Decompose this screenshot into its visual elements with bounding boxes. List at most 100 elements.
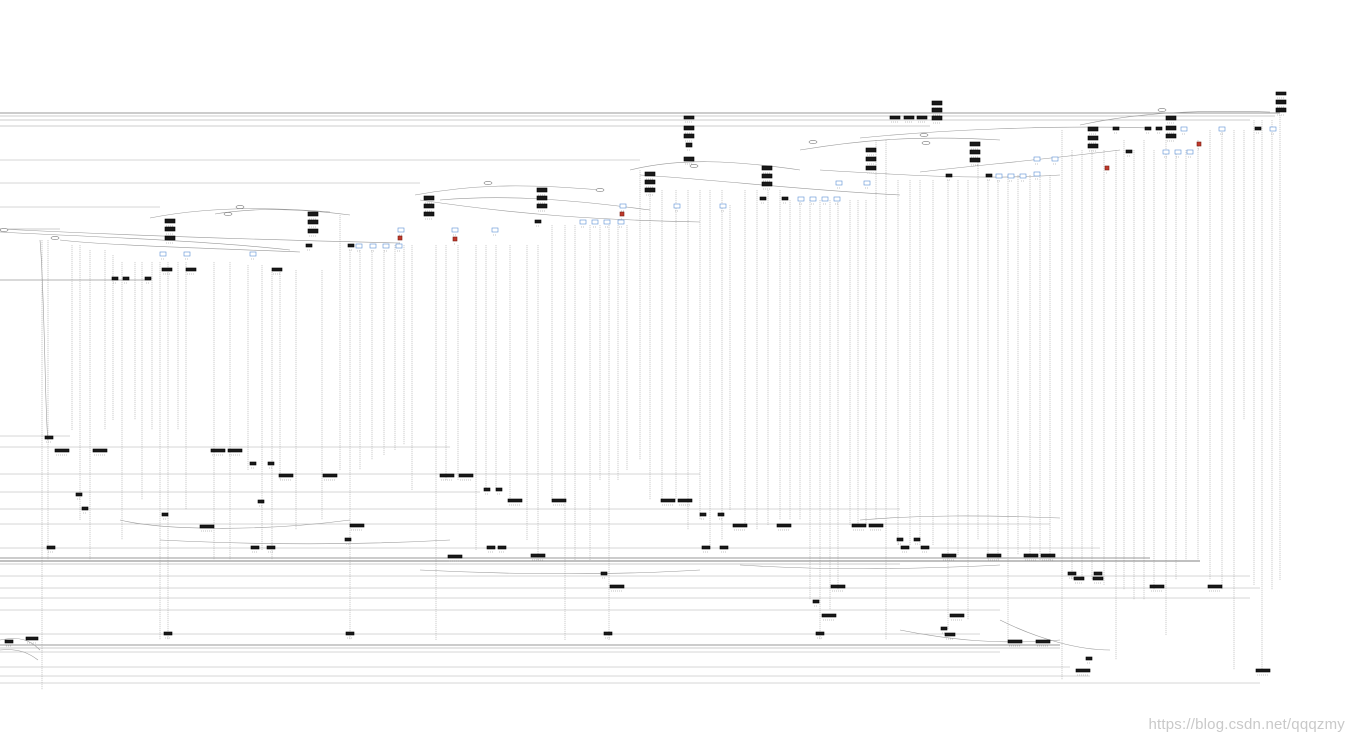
graph-node	[677, 498, 693, 503]
graph-node	[600, 571, 608, 576]
graph-node	[644, 171, 656, 177]
graph-node	[4, 639, 14, 644]
graph-node	[271, 267, 283, 272]
graph-node	[46, 545, 56, 550]
graph-node	[812, 599, 820, 604]
edge	[419, 569, 701, 575]
graph-node	[349, 523, 365, 528]
graph-node	[345, 631, 355, 636]
graph-node	[903, 115, 915, 120]
graph-node	[250, 545, 260, 550]
graph-node	[1155, 126, 1163, 131]
graph-node	[835, 180, 843, 186]
graph-node	[322, 473, 338, 478]
graph-node	[821, 196, 829, 202]
graph-node	[439, 473, 455, 478]
edge	[0, 638, 41, 651]
edge	[214, 209, 351, 216]
graph-node	[307, 228, 319, 234]
graph-hub	[0, 228, 9, 232]
edge	[859, 126, 1151, 139]
graph-node	[603, 219, 611, 225]
graph-node	[986, 553, 1002, 558]
graph-node	[397, 227, 405, 233]
graph-node	[1075, 668, 1091, 673]
graph-node	[821, 613, 837, 618]
graph-hub	[483, 181, 493, 185]
graph-node	[491, 227, 499, 233]
graph-node	[830, 584, 846, 589]
graph-node	[945, 173, 953, 178]
graph-node	[1087, 135, 1099, 141]
graph-node	[1269, 126, 1277, 132]
graph-node	[81, 506, 89, 511]
graph-node	[1040, 553, 1056, 558]
edge	[0, 228, 401, 244]
graph-node	[732, 523, 748, 528]
graph-node	[163, 631, 173, 636]
graph-node	[1149, 584, 1165, 589]
graph-node	[249, 461, 257, 466]
graph-node	[551, 498, 567, 503]
edge	[739, 564, 1001, 570]
graph-hub	[919, 133, 929, 137]
graph-node	[673, 203, 681, 209]
edge	[999, 619, 1111, 651]
graph-node	[1186, 149, 1194, 155]
graph-node	[307, 219, 319, 225]
horizontal-edges	[0, 112, 1280, 684]
graph-node	[969, 149, 981, 155]
graph-node	[1092, 576, 1104, 581]
graph-node	[1067, 571, 1077, 576]
graph-node	[931, 115, 943, 121]
graph-node	[44, 435, 54, 440]
graph-node	[458, 473, 474, 478]
graph-node	[1255, 668, 1271, 673]
graph-hub	[595, 188, 605, 192]
graph-hub	[223, 212, 233, 216]
graph-node	[347, 243, 355, 248]
graph-node	[344, 537, 352, 542]
graph-node	[931, 100, 943, 106]
graph-node	[865, 165, 877, 171]
graph-node	[382, 243, 390, 249]
graph-node	[1218, 126, 1226, 132]
graph-node	[683, 156, 695, 162]
graph-node	[1275, 107, 1287, 113]
graph-node	[536, 203, 548, 209]
graph-node	[719, 545, 729, 550]
graph-node	[833, 196, 841, 202]
graph-node	[1254, 126, 1262, 131]
graph-node	[797, 196, 805, 202]
graph-node	[227, 448, 243, 453]
edge	[0, 649, 39, 661]
graph-node	[781, 196, 789, 201]
graph-node	[865, 147, 877, 153]
graph-node	[1275, 99, 1287, 105]
graph-node	[536, 195, 548, 201]
graph-hub	[1157, 108, 1167, 112]
graph-node	[423, 203, 435, 209]
graph-node	[1033, 156, 1041, 162]
graph-node	[164, 235, 176, 241]
graph-node	[185, 267, 197, 272]
graph-node	[495, 487, 503, 492]
graph-node	[507, 498, 523, 503]
graph-node	[759, 196, 767, 201]
graph-node	[483, 487, 491, 492]
graph-node	[307, 211, 319, 217]
graph-hub	[50, 236, 60, 240]
graph-node	[660, 498, 676, 503]
graph-node	[530, 553, 546, 558]
graph-node	[1174, 149, 1182, 155]
graph-node	[776, 523, 792, 528]
graph-node	[199, 524, 215, 529]
graph-node	[1007, 639, 1023, 644]
graph-node	[1144, 126, 1152, 131]
graph-node	[54, 448, 70, 453]
graph-node	[536, 187, 548, 193]
graph-node	[809, 196, 817, 202]
graph-hub	[235, 205, 245, 209]
